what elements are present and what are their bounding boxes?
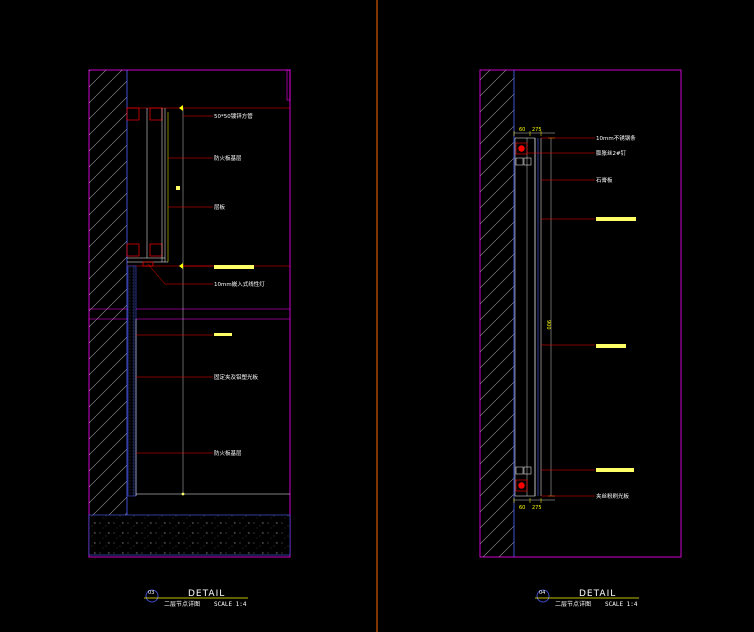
right-dim-top-1: 60 bbox=[519, 127, 525, 133]
left-label-5: 固定夹及铝塑光板 bbox=[214, 373, 259, 381]
right-detail-scale: SCALE 1:4 bbox=[605, 601, 638, 608]
right-dim-vertical: 900 bbox=[545, 320, 551, 330]
left-label-6: 防火板基层 bbox=[214, 449, 242, 457]
right-highlight-bar-3 bbox=[596, 468, 634, 472]
right-detail-title: DETAIL bbox=[579, 589, 616, 599]
left-floor-slab bbox=[88, 514, 291, 556]
right-label-4: 夹丝粉刷光板 bbox=[596, 492, 630, 500]
right-dim-top-2: 275 bbox=[532, 127, 542, 133]
left-label-4: 10mm嵌入式线性灯 bbox=[214, 280, 265, 288]
right-detail: 60 275 900 60 275 10mm不锈钢条 膨胀丝2#钉 石膏板 夹丝… bbox=[479, 69, 682, 608]
left-label-2: 防火板基层 bbox=[214, 154, 242, 162]
right-title-block: 04 DETAIL 二层节点详图 SCALE 1:4 bbox=[535, 589, 639, 608]
left-detail-number: 03 bbox=[148, 590, 154, 596]
right-dim-bottom-1: 60 bbox=[519, 505, 525, 511]
left-detail: 50*50镀锌方管 防火板基层 层板 10mm嵌入式线性灯 固定夹及铝塑光板 防… bbox=[88, 69, 291, 608]
right-detail-subtitle: 二层节点详图 bbox=[555, 600, 591, 608]
left-detail-title: DETAIL bbox=[188, 589, 225, 599]
right-label-1: 10mm不锈钢条 bbox=[596, 134, 636, 142]
right-dim-bottom-2: 275 bbox=[532, 505, 542, 511]
right-label-3: 石膏板 bbox=[596, 176, 613, 184]
left-detail-subtitle: 二层节点详图 bbox=[164, 600, 200, 608]
left-highlight-bar-1 bbox=[214, 265, 254, 269]
left-detail-scale: SCALE 1:4 bbox=[214, 601, 247, 608]
right-highlight-bar-1 bbox=[596, 217, 636, 221]
left-label-1: 50*50镀锌方管 bbox=[214, 112, 253, 120]
right-highlight-bar-2 bbox=[596, 344, 626, 348]
right-label-2: 膨胀丝2#钉 bbox=[596, 149, 627, 157]
right-detail-number: 04 bbox=[539, 590, 545, 596]
left-title-block: 03 DETAIL 二层节点详图 SCALE 1:4 bbox=[144, 589, 248, 608]
left-label-3: 层板 bbox=[214, 203, 226, 211]
left-wall-hatch bbox=[89, 70, 127, 515]
left-highlight-bar-2 bbox=[214, 333, 232, 336]
right-wall-hatch bbox=[480, 70, 514, 557]
